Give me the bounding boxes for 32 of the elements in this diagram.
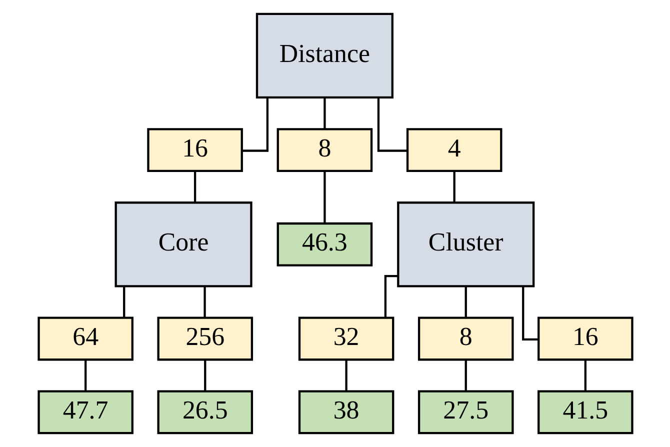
node-box: 46.3 (276, 222, 372, 266)
connector (384, 275, 398, 318)
connector (193, 170, 196, 202)
connector (122, 286, 125, 318)
node-box: 8 (276, 128, 372, 172)
connector (323, 98, 326, 130)
connector (242, 98, 268, 152)
node-box: 64 (37, 316, 133, 361)
connector (204, 360, 206, 392)
connector (323, 170, 326, 223)
node-box: Cluster (396, 202, 534, 288)
node-box: Distance (255, 12, 393, 99)
node-box: 4 (406, 128, 502, 172)
node-box: 8 (417, 316, 514, 361)
connector (376, 98, 407, 152)
node-box: 27.5 (417, 390, 514, 434)
connector (464, 286, 466, 318)
node-box: 26.5 (156, 390, 253, 434)
node-box: 256 (156, 316, 253, 361)
connector (452, 170, 455, 202)
node-box: 16 (146, 128, 242, 172)
connector (464, 360, 466, 392)
node-box: 38 (298, 390, 394, 434)
connector (84, 360, 86, 392)
connector (584, 360, 586, 392)
node-box: 41.5 (537, 390, 633, 434)
node-box: Core (114, 202, 252, 288)
node-box: 47.7 (37, 390, 133, 434)
connector (344, 360, 347, 392)
node-box: 32 (298, 316, 394, 361)
connector (203, 286, 206, 318)
node-box: 16 (537, 316, 633, 361)
